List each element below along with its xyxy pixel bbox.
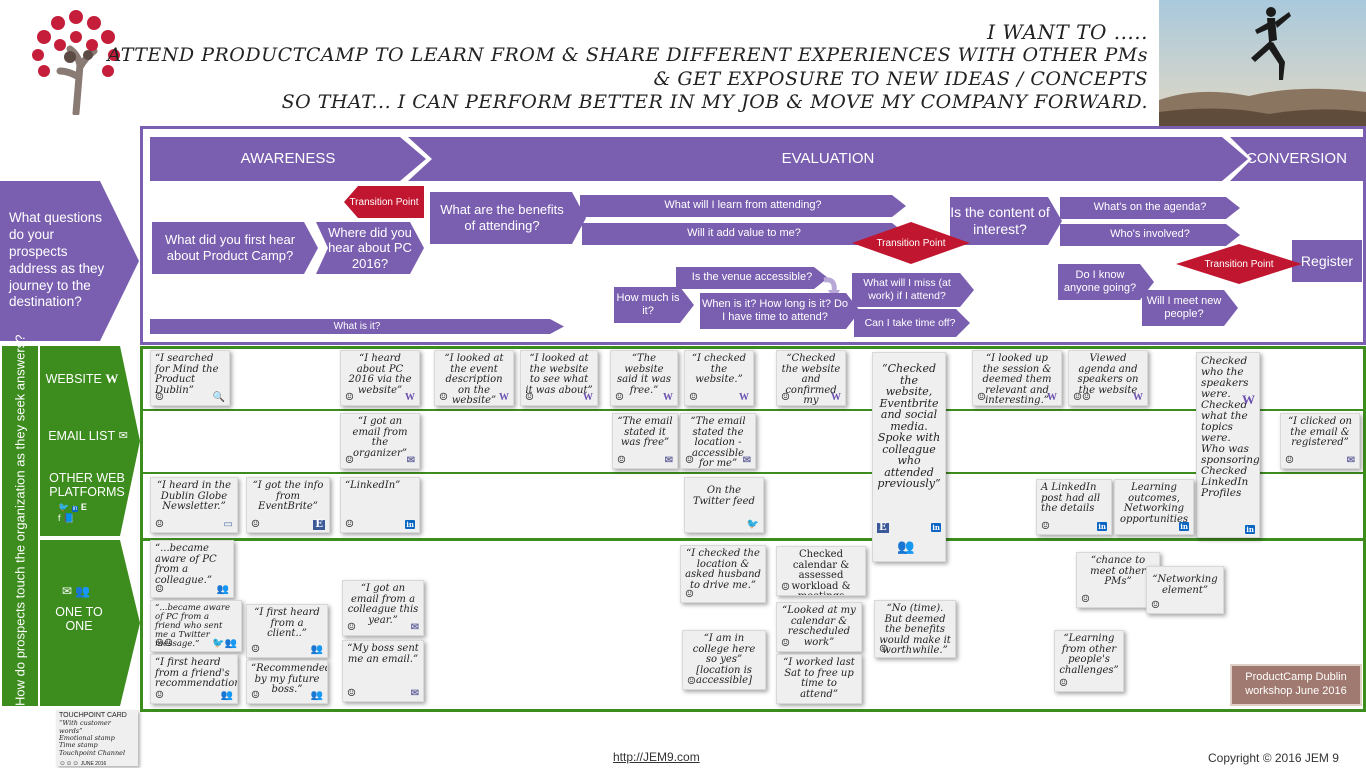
- legend-title: TOUCHPOINT CARD: [59, 712, 127, 719]
- channel-other: OTHER WEB PLATFORMS: [49, 470, 125, 499]
- digital-channels-arrow: [40, 346, 140, 536]
- transition-point-1: Transition Point: [344, 186, 424, 218]
- question-agenda: What's on the agenda?: [1060, 197, 1240, 219]
- question-know-anyone: Do I know anyone going?: [1058, 264, 1154, 300]
- note-card: “I clicked on the email & registered”☺✉: [1280, 413, 1360, 469]
- note-card: “I worked last Sat to free up time to at…: [776, 654, 862, 704]
- question-time-off: Can I take time off?: [854, 309, 970, 337]
- note-card: “I got an email from a colleague this ye…: [342, 580, 424, 636]
- question-when: When is it? How long is it? Do I have ti…: [700, 293, 860, 329]
- question-venue: Is the venue accessible?: [676, 267, 828, 289]
- note-card: “...became aware of PC from a colleague.…: [150, 540, 234, 598]
- question-learn: What will I learn from attending?: [580, 195, 906, 217]
- footer-copyright: Copyright © 2016 JEM 9: [1208, 751, 1339, 765]
- note-card-tall: Checked who the speakers were. Checked w…: [1196, 352, 1260, 538]
- touchpoints-frame: [140, 346, 1366, 712]
- channel-email: EMAIL LIST ✉: [48, 428, 128, 443]
- note-card: “I heard in the Dublin Globe Newsletter.…: [150, 477, 238, 533]
- note-card: “I checked the location & asked husband …: [680, 545, 766, 603]
- note-card: “LinkedIn”☺in: [340, 477, 420, 533]
- register-button: Register: [1292, 240, 1362, 282]
- question-how-much: How much is it?: [614, 287, 694, 323]
- note-card: On the Twitter feed🐦: [684, 477, 764, 533]
- note-card: “I searched for Mind the Product Dublin”…: [150, 350, 230, 406]
- header-line-3: & GET EXPOSURE TO NEW IDEAS / CONCEPTS: [653, 68, 1148, 90]
- questions-lane-text: What questions do your prospects address…: [9, 210, 105, 310]
- legend-line: Time stamp: [59, 741, 98, 750]
- header-line-2: ATTEND PRODUCTCAMP TO LEARN FROM & SHARE…: [107, 44, 1148, 66]
- note-card: A LinkedIn post had all the details☺in: [1036, 479, 1112, 535]
- question-content: Is the content of interest?: [950, 197, 1062, 245]
- note-card: “I first heard from a client..”☺👥: [246, 604, 328, 658]
- tree-logo-icon: [32, 10, 120, 115]
- touch-lane-bar: [2, 346, 38, 706]
- legend-line: “With customer words”: [59, 719, 111, 735]
- note-card: “My boss sent me an email.”☺✉: [342, 640, 424, 702]
- note-card: “The website said it was free.”☺W: [610, 350, 678, 406]
- legend-line: Touchpoint Channel: [59, 748, 126, 757]
- question-benefits: What are the benefits of attending?: [430, 192, 586, 244]
- note-card: Learning outcomes, Networking opportunit…: [1114, 479, 1194, 535]
- question-add-value: Will it add value to me?: [582, 223, 906, 245]
- touchpoint-card-legend: TOUCHPOINT CARD “With customer words” Em…: [56, 710, 138, 768]
- legend-line: Emotional stamp: [59, 733, 115, 742]
- stage-conversion: CONVERSION: [1230, 137, 1363, 181]
- question-involved: Who's involved?: [1060, 224, 1240, 246]
- note-card: Viewed agenda and speakers on the websit…: [1068, 350, 1148, 406]
- header-line-1: I WANT TO .....: [987, 20, 1148, 44]
- note-card: “I checked the website.”☺W: [684, 350, 754, 406]
- channel-one-to-one: ONE TO ONE: [55, 604, 103, 633]
- header-line-4: SO THAT... I CAN PERFORM BETTER IN MY JO…: [281, 91, 1148, 113]
- note-card: “...became aware of PC from a friend who…: [150, 600, 242, 652]
- note-card: “I am in college here so yes” [location …: [682, 630, 766, 690]
- workshop-badge: ProductCamp Dublin workshop June 2016: [1230, 664, 1362, 706]
- note-card: “Learning from other people's challenges…: [1054, 630, 1124, 692]
- note-card: “The email stated it was free”☺✉: [612, 413, 678, 469]
- note-card: “I looked up the session & deemed them r…: [972, 350, 1062, 406]
- question-meet-people: Will I meet new people?: [1142, 290, 1238, 326]
- stage-awareness: AWARENESS: [150, 137, 426, 181]
- one-to-one-arrow: [40, 540, 140, 706]
- note-card: “I heard about PC 2016 via the website”☺…: [340, 350, 420, 406]
- note-card: “The email stated the location - accessi…: [680, 413, 756, 469]
- note-card: “I got an email from the organizer”☺✉: [340, 413, 420, 469]
- note-card: “I got the info from EventBrite”☺E: [246, 477, 330, 533]
- question-where-hear: Where did you hear about PC 2016?: [316, 222, 424, 274]
- note-card: “I looked at the website to see what it …: [520, 350, 598, 406]
- runner-photo: [1159, 0, 1366, 127]
- question-what-is-it: What is it?: [150, 319, 564, 334]
- note-card: “No (time). But deemed the benefits woul…: [874, 600, 956, 658]
- row-divider-1: [142, 409, 1364, 411]
- note-card: “Networking element”☺: [1146, 566, 1224, 614]
- note-card: “Recommended by my future boss.”☺👥: [246, 660, 328, 704]
- one-to-one-icons: ✉ 👥: [62, 584, 91, 598]
- row-divider-3: [142, 538, 1364, 541]
- question-miss-work: What will I miss (at work) if I attend?: [852, 273, 974, 307]
- stage-evaluation: EVALUATION: [408, 137, 1248, 181]
- touch-lane-text: How do prospects touch the organization …: [12, 334, 28, 706]
- legend-date: JUNE 2016: [80, 761, 107, 768]
- row-divider-2: [142, 472, 1364, 474]
- note-card: Checked calendar & assessed workload & m…: [776, 546, 866, 596]
- note-card: “Checked the website and confirmed my av…: [776, 350, 846, 406]
- channel-website: WEBSITE W: [45, 370, 119, 386]
- note-card: “I looked at the event description on th…: [434, 350, 514, 406]
- note-card: “Looked at my calendar & rescheduled wor…: [776, 602, 862, 652]
- note-card-tall: “Checked the website, Eventbrite and soc…: [872, 352, 946, 562]
- question-first-hear: What did you first hear about Product Ca…: [152, 222, 318, 274]
- footer-link[interactable]: http://JEM9.com: [613, 750, 700, 764]
- note-card: “I first heard from a friend's recommend…: [150, 654, 238, 704]
